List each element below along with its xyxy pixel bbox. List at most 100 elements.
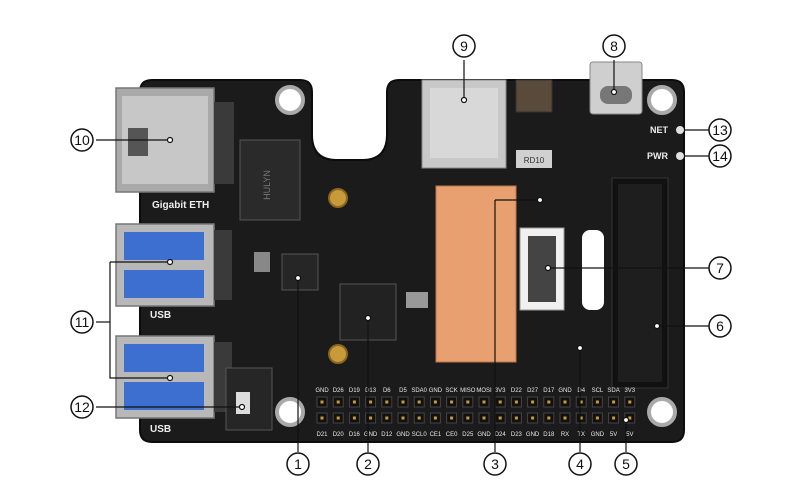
gpio-label-bottom: D25 xyxy=(462,432,474,438)
callout-leaders xyxy=(96,60,720,452)
callout-number-13: 13 xyxy=(712,122,728,138)
gpio-label-bottom: 5V xyxy=(610,432,617,438)
gpio-label-bottom: D20 xyxy=(333,432,345,438)
callout-circle-4 xyxy=(568,452,592,476)
usb-c-port xyxy=(589,61,643,115)
gpio-label-top: D4 xyxy=(577,388,585,394)
gpio-label-bottom: GND xyxy=(591,432,605,438)
gpio-pin-contact xyxy=(401,416,405,420)
gpio-label-top: 3V3 xyxy=(495,388,506,394)
gpio-label-top: D19 xyxy=(349,388,361,394)
callout-circle-11 xyxy=(70,310,94,334)
gpio-label-bottom: CE1 xyxy=(430,432,442,438)
gpio-label-bottom: GND xyxy=(364,432,378,438)
gpio-pin-contact xyxy=(579,416,583,420)
gpio-pin-contact xyxy=(514,416,518,420)
rd10-component xyxy=(516,150,552,168)
gpio-pin-contact xyxy=(531,400,535,404)
silk-gigabit-eth: Gigabit ETH xyxy=(152,200,209,211)
gpio-pin-contact xyxy=(466,416,470,420)
callout-circle-10 xyxy=(70,128,94,152)
fpc-connector xyxy=(519,227,565,311)
callout-number-12: 12 xyxy=(74,399,90,415)
gpio-pin-contact xyxy=(352,400,356,404)
mounting-holes xyxy=(275,85,677,427)
gpio-label-top: SDA0 xyxy=(411,388,427,394)
gpio-label-top: GND xyxy=(315,388,329,394)
callout-number-7: 7 xyxy=(716,260,724,276)
gpio-label-bottom: D21 xyxy=(316,432,328,438)
callout-number-5: 5 xyxy=(622,456,630,472)
callout-number-14: 14 xyxy=(712,148,728,164)
gpio-label-top: SDA xyxy=(607,388,619,394)
callout-circle-13 xyxy=(708,118,732,142)
gpio-pin-contact xyxy=(433,416,437,420)
crystal xyxy=(254,252,270,272)
callout-number-6: 6 xyxy=(716,318,724,334)
silk-usb-bottom: USB xyxy=(150,424,171,435)
m2-slot xyxy=(582,177,669,389)
gpio-pin-contact xyxy=(498,400,502,404)
gpio-label-bottom: CE0 xyxy=(446,432,458,438)
callout-number-10: 10 xyxy=(74,132,90,148)
gpio-label-bottom: SCL0 xyxy=(412,432,428,438)
callout-circle-2 xyxy=(356,452,380,476)
boot-switch-slider xyxy=(236,392,250,414)
gpio-label-top: D17 xyxy=(543,388,555,394)
gpio-pin-contact xyxy=(450,416,454,420)
gpio-pin-contact xyxy=(417,400,421,404)
gpio-pin-contact xyxy=(369,416,373,420)
gpio-pin-contact xyxy=(628,416,632,420)
gpio-pin-contact xyxy=(352,416,356,420)
gpio-pin-contact xyxy=(612,416,616,420)
gpio-pin-contact xyxy=(595,400,599,404)
gpio-pin-contact xyxy=(579,400,583,404)
callout-circle-9 xyxy=(452,34,476,58)
gpio-label-bottom: 5V xyxy=(626,432,633,438)
gpio-pin-contact xyxy=(482,400,486,404)
inductor xyxy=(515,79,553,113)
ethernet-chip: HULYN xyxy=(239,139,301,221)
silk-pwr: PWR xyxy=(647,151,668,161)
gpio-pin-contact xyxy=(433,400,437,404)
gpio-pin-contact xyxy=(417,416,421,420)
callout-circle-8 xyxy=(602,34,626,58)
silk-usb-top: USB xyxy=(150,310,171,321)
gpio-label-bottom: D12 xyxy=(381,432,393,438)
crystal-2 xyxy=(406,292,428,308)
rd10-label: RD10 xyxy=(524,156,545,165)
gpio-pin-contact xyxy=(595,416,599,420)
callout-number-1: 1 xyxy=(294,456,302,472)
gpio-label-top: SCL xyxy=(592,388,604,394)
gpio-pin-contact xyxy=(628,400,632,404)
gpio-label-bottom: TX xyxy=(577,432,585,438)
gpio-pin-contact xyxy=(369,400,373,404)
gpio-label-bottom: RX xyxy=(561,432,569,438)
gpio-pin-contact xyxy=(563,400,567,404)
callout-dots xyxy=(166,88,661,424)
gpio-label-top: GND xyxy=(429,388,443,394)
gpio-label-bottom: GND xyxy=(526,432,540,438)
callout-number-3: 3 xyxy=(491,456,499,472)
gpio-label-top: SCK xyxy=(445,388,457,394)
gpio-pin-contact xyxy=(498,416,502,420)
gpio-pin-contact xyxy=(547,400,551,404)
gpio-pin-contact xyxy=(320,416,324,420)
callout-number-8: 8 xyxy=(610,38,618,54)
usb-hub-chip xyxy=(281,253,319,291)
gpio-label-bottom: GND xyxy=(477,432,491,438)
gpio-label-top: 3V3 xyxy=(624,388,635,394)
gpio-label-top: D27 xyxy=(527,388,539,394)
net-led xyxy=(676,126,684,134)
thermal-pad xyxy=(435,185,517,363)
gpio-label-bottom: D16 xyxy=(349,432,361,438)
callout-number-2: 2 xyxy=(364,456,372,472)
gpio-pin-contact xyxy=(531,416,535,420)
gpio-label-bottom: D18 xyxy=(543,432,555,438)
eth-chip-label: HULYN xyxy=(262,170,272,200)
gpio-pin-contact xyxy=(482,416,486,420)
callout-number-9: 9 xyxy=(460,38,468,54)
gpio-label-top: D26 xyxy=(333,388,345,394)
